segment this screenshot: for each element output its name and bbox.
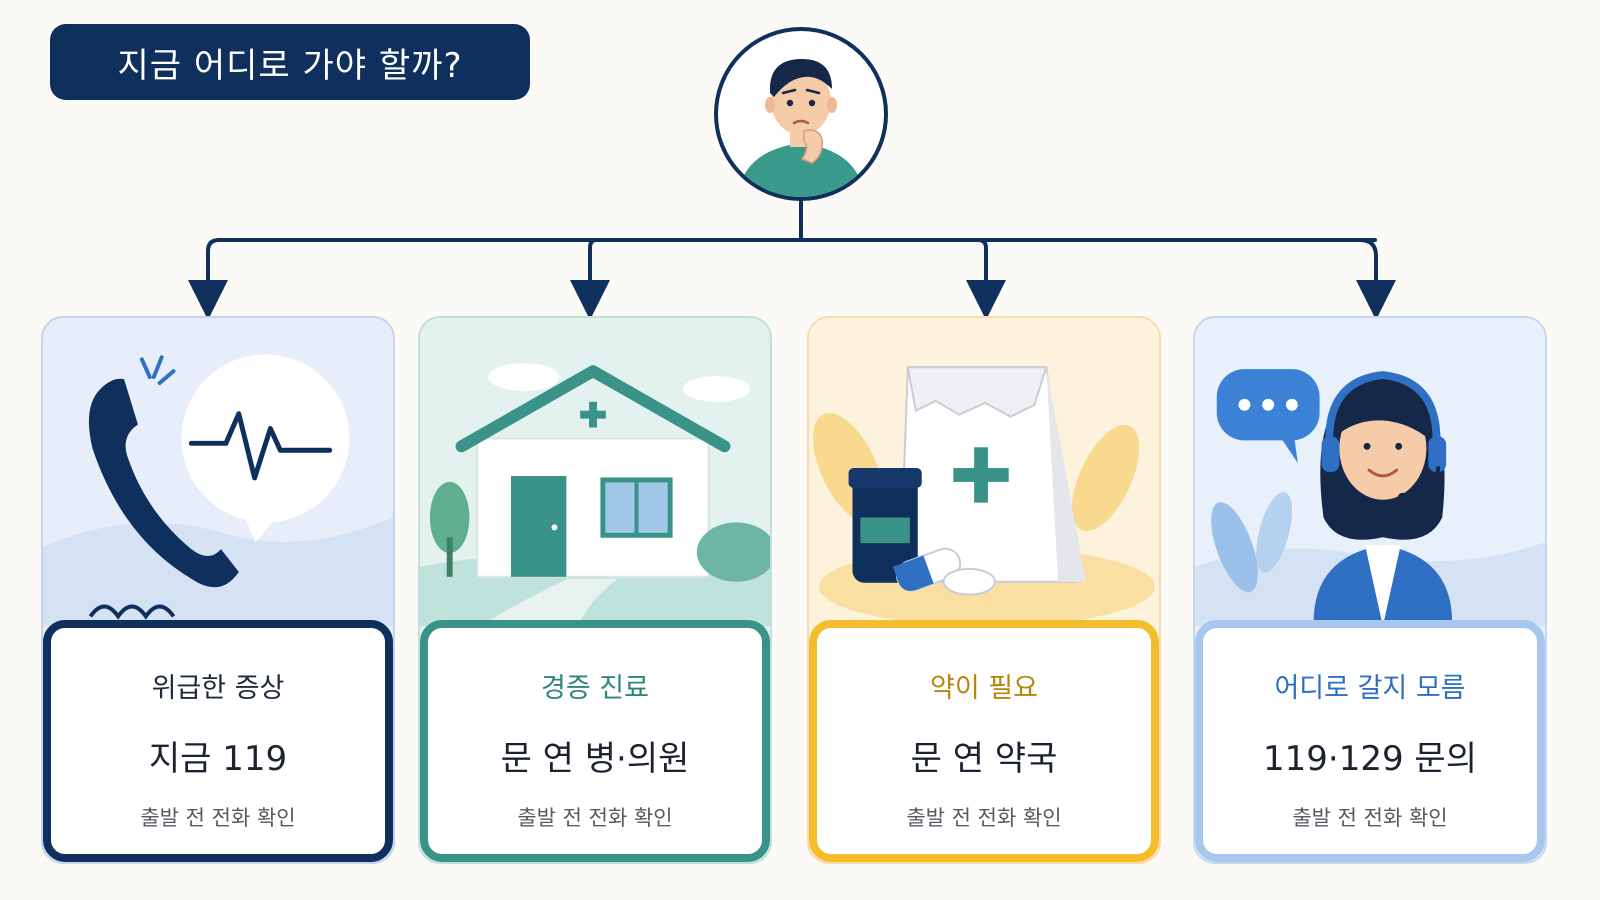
option-card-emergency: 위급한 증상 지금 119 출발 전 전화 확인 <box>41 316 395 864</box>
worried-person-avatar <box>714 27 888 201</box>
card-category: 약이 필요 <box>930 673 1038 704</box>
card-action: 지금 119 <box>148 739 288 779</box>
clinic-house-icon <box>420 363 770 627</box>
branch-connectors <box>188 199 1396 320</box>
card-panel: 경증 진료 문 연 병·의원 출발 전 전화 확인 <box>420 620 770 862</box>
card-note: 출발 전 전화 확인 <box>140 806 296 830</box>
card-category: 경증 진료 <box>541 673 649 704</box>
card-note: 출발 전 전화 확인 <box>1292 806 1448 830</box>
card-category: 위급한 증상 <box>151 673 285 704</box>
card-note: 출발 전 전화 확인 <box>517 806 673 830</box>
card-panel: 약이 필요 문 연 약국 출발 전 전화 확인 <box>809 620 1159 862</box>
card-panel: 위급한 증상 지금 119 출발 전 전화 확인 <box>43 620 393 862</box>
card-action: 문 연 약국 <box>910 739 1058 779</box>
option-card-clinic: 경증 진료 문 연 병·의원 출발 전 전화 확인 <box>418 316 772 864</box>
worried-person-icon <box>738 59 864 197</box>
page-title: 지금 어디로 가야 할까? <box>117 45 463 86</box>
title-badge: 지금 어디로 가야 할까? <box>50 24 530 100</box>
medicine-bag-icon <box>813 366 1156 627</box>
card-action: 문 연 병·의원 <box>500 739 690 779</box>
call-center-agent-icon <box>1195 369 1545 627</box>
card-panel: 어디로 갈지 모름 119·129 문의 출발 전 전화 확인 <box>1195 620 1545 862</box>
option-card-unsure: 어디로 갈지 모름 119·129 문의 출발 전 전화 확인 <box>1193 316 1547 864</box>
card-note: 출발 전 전화 확인 <box>906 806 1062 830</box>
phone-heartbeat-icon <box>43 354 393 627</box>
card-action: 119·129 문의 <box>1263 739 1477 779</box>
card-category: 어디로 갈지 모름 <box>1274 673 1466 704</box>
option-card-pharmacy: 약이 필요 문 연 약국 출발 전 전화 확인 <box>807 316 1161 864</box>
